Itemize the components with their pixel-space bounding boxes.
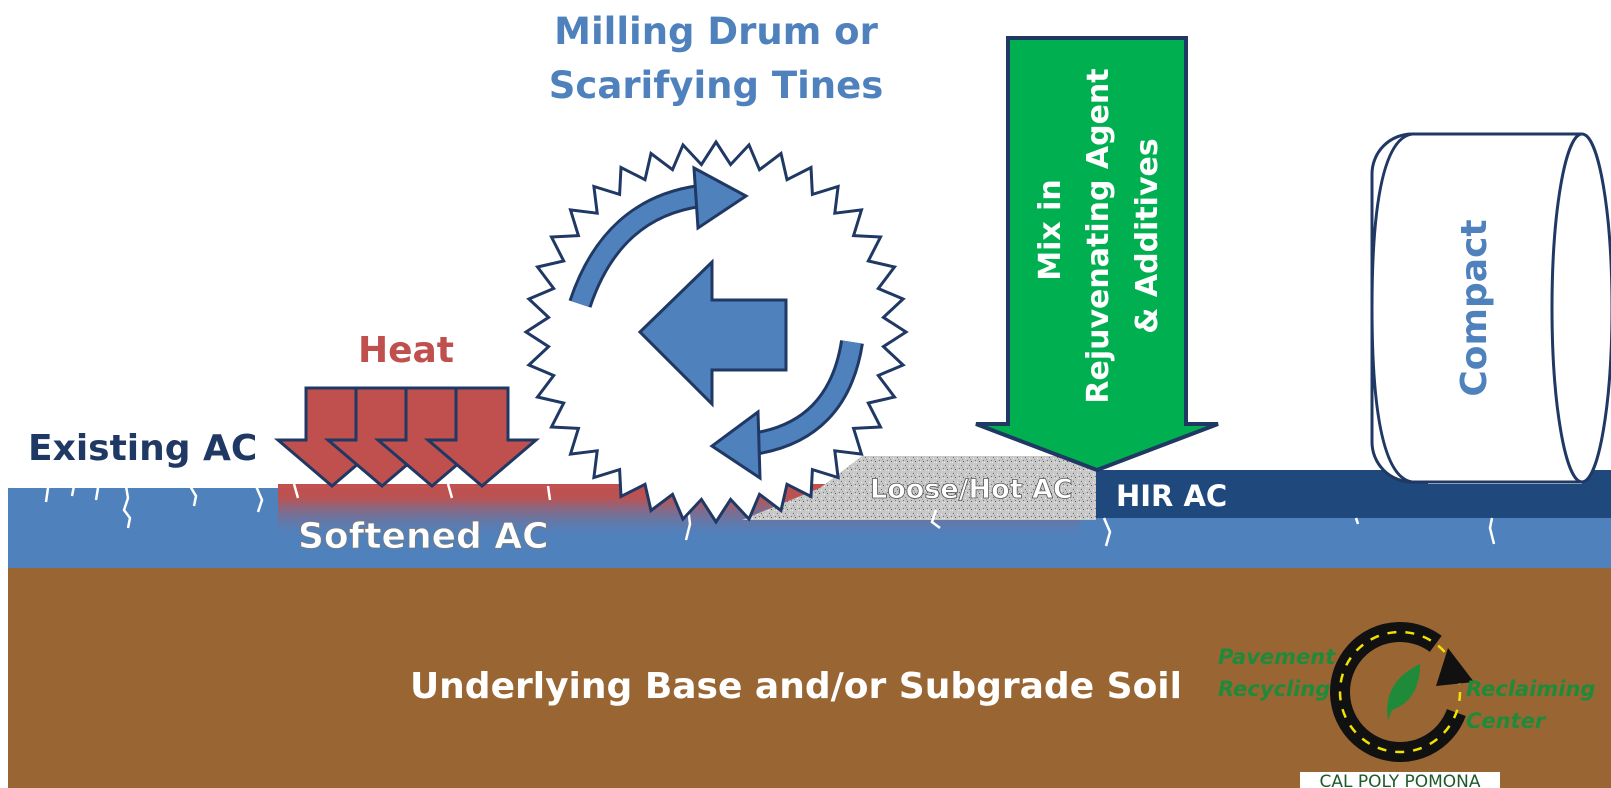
logo-university: CAL POLY POMONA [1319,772,1480,788]
loose-hot-ac-label: Loose/Hot AC [870,474,1073,505]
logo-road-lines [1338,630,1462,754]
heat-label: Heat [358,330,454,371]
logo-pavement: Pavement [1218,645,1336,669]
mix-label-line3: & Additives [1130,138,1165,333]
milling-label-line2: Scarifying Tines [549,64,883,107]
roller-edges [1412,132,1582,484]
heat-arrow-4 [423,386,541,488]
compact-label: Compact [1454,219,1495,396]
rotation-arrowhead-bottom [709,409,762,481]
pavement-cracks [44,483,1496,547]
mix-label-line1: Mix in [1033,179,1068,281]
logo-center: Center [1466,709,1547,733]
logo-recycling: Recycling [1218,677,1330,701]
mix-label-line2: Rejuvenating Agent [1081,68,1116,403]
hir-ac-label: HIR AC [1116,479,1227,513]
roller-end-cap [1550,132,1611,484]
leaf-icon [1387,664,1420,720]
rotation-arrow-top [571,187,702,307]
softened-ac-label: Softened AC [298,516,549,557]
loose-hot-ac-pile [742,456,1096,520]
mix-in-arrow [975,36,1219,473]
milling-label-line1: Milling Drum or [554,10,878,53]
heat-arrows [273,386,541,488]
compaction-roller [1370,132,1611,484]
base-soil-label: Underlying Base and/or Subgrade Soil [410,666,1182,707]
existing-ac-label: Existing AC [28,428,257,469]
direction-arrow-left [637,258,788,408]
logo-ring-arrowhead [1436,648,1474,686]
rotation-arrowhead-top [692,165,749,231]
roller-left-curve [1370,132,1413,484]
logo-reclaiming: Reclaiming [1466,677,1595,701]
rotation-arrow-bottom [750,340,861,453]
prrc-logo: Pavement Recycling Reclaiming Center CAL… [1218,622,1595,788]
logo-university-bg [1300,772,1500,788]
